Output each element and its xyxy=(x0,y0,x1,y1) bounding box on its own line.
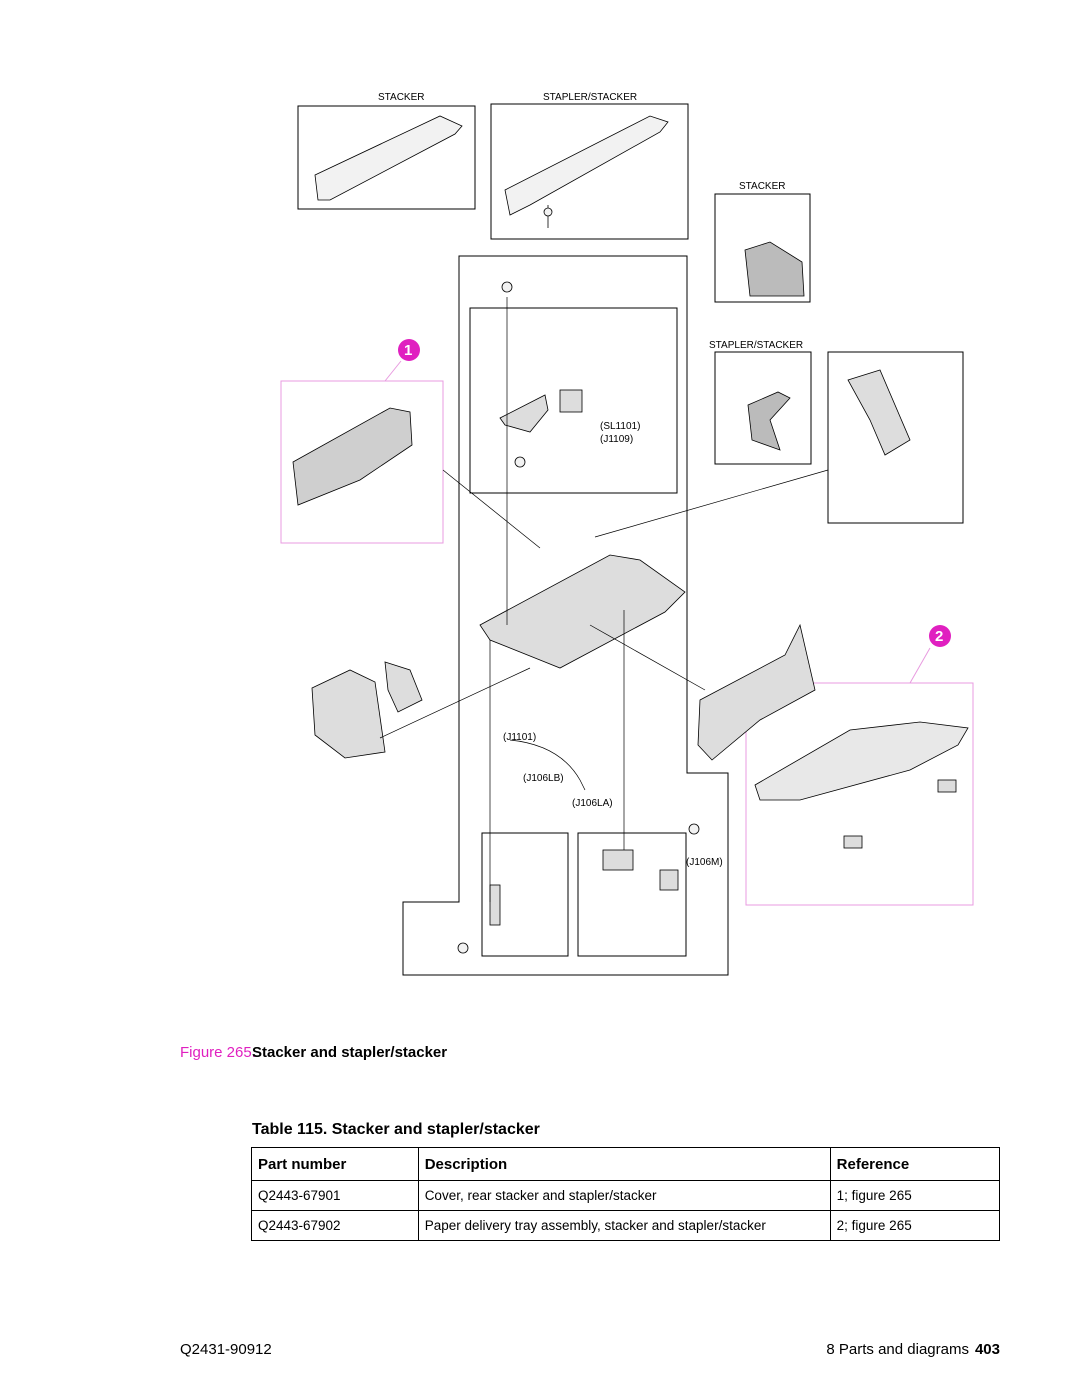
footer-doc-number: Q2431-90912 xyxy=(180,1341,272,1358)
stacker-cover-panel xyxy=(297,105,476,210)
cell-description: Paper delivery tray assembly, stacker an… xyxy=(417,1210,831,1241)
panel-label-stacker-right: STACKER xyxy=(739,181,786,192)
svg-text:1: 1 xyxy=(404,342,412,359)
connector-label-j106la: (J106LA) xyxy=(572,798,613,809)
header-part-number: Part number xyxy=(251,1147,419,1181)
stapler-stacker-detail-panel xyxy=(827,351,964,524)
cell-part-number: Q2443-67901 xyxy=(251,1180,419,1211)
parts-table: Part number Description Reference Q2443-… xyxy=(251,1147,1001,1241)
stapler-stacker-detail-part xyxy=(847,369,911,456)
cell-reference: 1; figure 265 xyxy=(829,1180,1001,1211)
cell-part-number: Q2443-67902 xyxy=(251,1210,419,1241)
figure-title: Stacker and stapler/stacker xyxy=(252,1044,448,1061)
footer-page-number: 403 xyxy=(974,1341,1000,1358)
left-housing-part xyxy=(311,669,386,759)
connector-label-j106lb: (J106LB) xyxy=(523,773,564,784)
stapler-cover-part xyxy=(504,115,669,216)
panel-label-stacker-top: STACKER xyxy=(378,92,425,103)
paper-delivery-tray-part xyxy=(754,721,969,801)
callout-box-1 xyxy=(280,380,444,544)
sensor-detail-box xyxy=(469,307,678,494)
stapler-stacker-cover-panel xyxy=(490,103,689,240)
stacker-side-panel xyxy=(714,193,811,303)
table-header-row: Part number Description Reference xyxy=(251,1147,1001,1181)
figure-caption: Figure 265. Stacker and stapler/stacker xyxy=(0,1044,1080,1068)
figure-label[interactable]: Figure 265. xyxy=(180,1044,256,1061)
footer-section: 8 Parts and diagrams xyxy=(826,1341,969,1358)
panel-label-stapler-stacker-right: STAPLER/STACKER xyxy=(709,340,803,351)
callout-box-2 xyxy=(745,682,974,906)
rear-cover-part xyxy=(292,407,413,506)
connector-label-sl1101: (SL1101) xyxy=(600,421,640,432)
stapler-stacker-side-panel xyxy=(714,351,812,465)
callout-2: 2 xyxy=(929,625,951,647)
header-description: Description xyxy=(417,1147,831,1181)
panel-label-stapler-stacker-top: STAPLER/STACKER xyxy=(543,92,637,103)
stacker-side-part xyxy=(744,241,805,297)
bracket-detail-box-left xyxy=(481,832,569,957)
assembly-frame xyxy=(402,255,729,976)
table-row: Q2443-67902 Paper delivery tray assembly… xyxy=(251,1210,1001,1241)
stapler-stacker-side-part xyxy=(747,391,791,451)
connector-label-j106m: (J106M) xyxy=(686,857,723,868)
cell-description: Cover, rear stacker and stapler/stacker xyxy=(417,1180,831,1211)
table-title: Table 115. Stacker and stapler/stacker xyxy=(252,1121,540,1138)
cell-reference: 2; figure 265 xyxy=(829,1210,1001,1241)
stacker-cover-part xyxy=(314,115,463,201)
callout-1: 1 xyxy=(398,339,420,361)
connector-label-j1101: (J1101) xyxy=(503,732,536,743)
main-tray-assembly-part xyxy=(479,554,686,669)
exploded-parts-diagram: 1 2 xyxy=(280,92,974,976)
header-reference: Reference xyxy=(829,1147,1001,1181)
svg-text:2: 2 xyxy=(935,628,943,645)
bracket-detail-box-right xyxy=(577,832,687,957)
connector-label-j1109: (J1109) xyxy=(600,434,633,445)
table-row: Q2443-67901 Cover, rear stacker and stap… xyxy=(251,1180,1001,1211)
footer-page-info: 8 Parts and diagrams 403 xyxy=(826,1341,1000,1358)
delivery-chute-part xyxy=(697,623,816,761)
